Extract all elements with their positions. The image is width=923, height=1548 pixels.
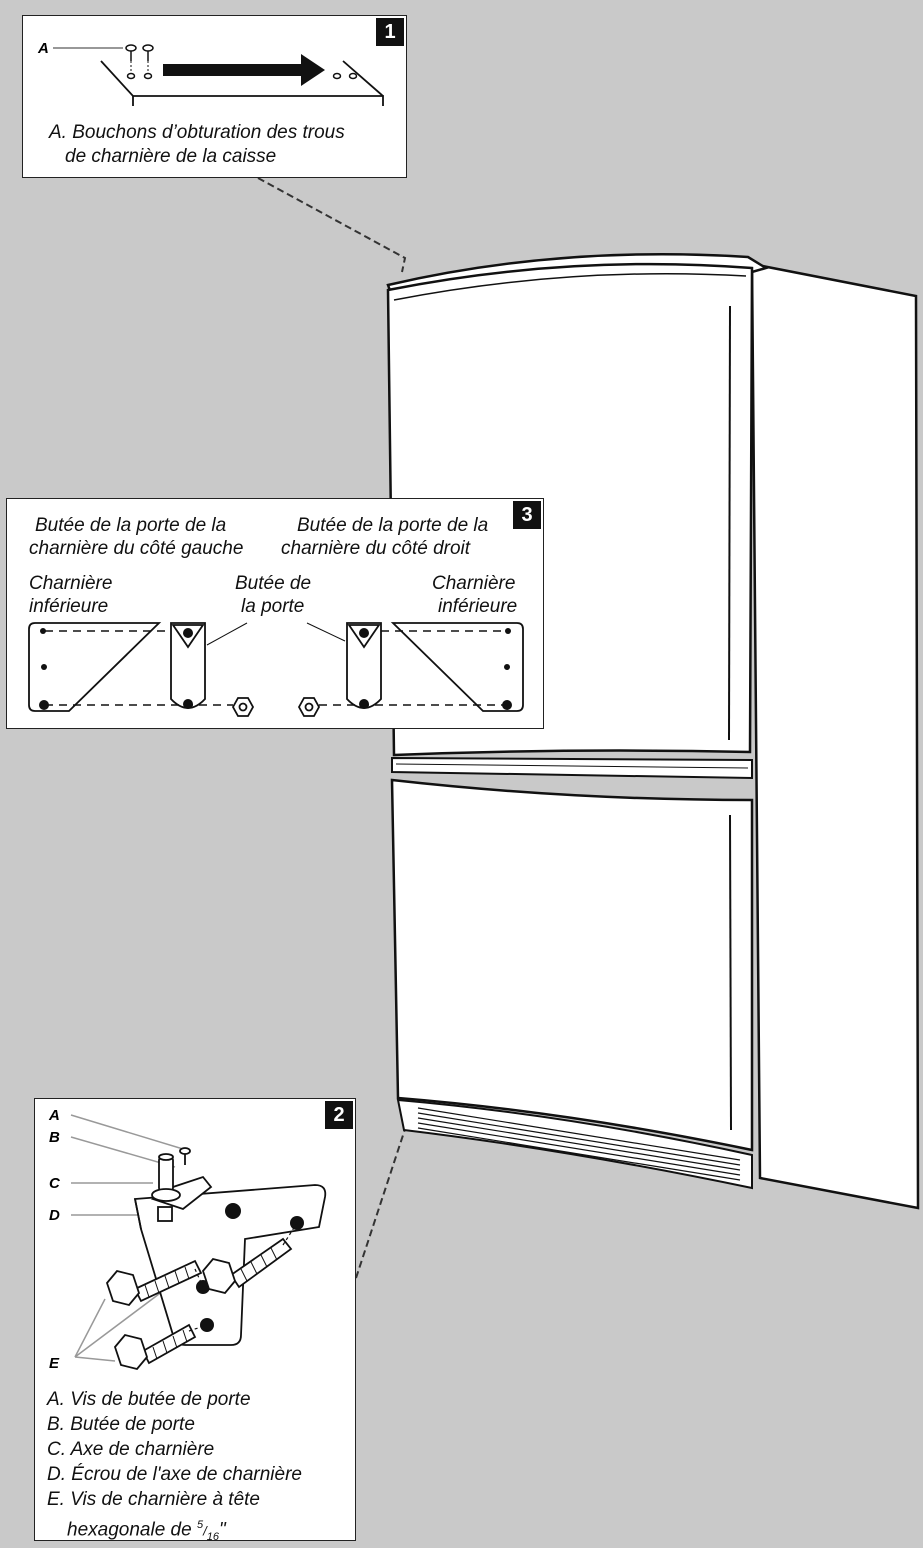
door-stop-diagram (28, 622, 524, 717)
callout-letter-c: C (49, 1175, 60, 1192)
panel1-caption-line1: A. Bouchons d’obturation des trous (49, 122, 345, 143)
callout-letter-e: E (49, 1355, 60, 1372)
legend-item-c: C. Axe de charnière (47, 1439, 215, 1460)
left-hinge-label-line2: inférieure (29, 596, 109, 617)
fraction-numerator: 5 (196, 1519, 204, 1531)
left-stop-title-line2: charnière du côté gauche (29, 538, 244, 559)
door-stop-label-line1: Butée de (235, 573, 312, 594)
legend-item-a: A. Vis de butée de porte (47, 1389, 251, 1410)
callout-letter-a: A (38, 40, 49, 57)
detail-panel-2: 2 A B C D E (34, 1098, 356, 1543)
legend-item-d: D. Écrou de l'axe de charnière (47, 1464, 302, 1485)
right-hinge-label-line1: Charnière (432, 573, 516, 594)
left-stop-title-line1: Butée de la porte de la (35, 515, 227, 536)
hinge-assembly-diagram (70, 1114, 327, 1371)
detail-panel-3: 3 Butée de la porte de la charnière du c… (6, 498, 544, 729)
leader-line-panel2 (355, 1119, 409, 1279)
legend-item-e-text: hexagonale de (67, 1519, 192, 1541)
fraction-denominator: 16 (206, 1531, 219, 1544)
legend-item-b: B. Butée de porte (47, 1414, 195, 1435)
callout-letter-a: A (49, 1107, 60, 1124)
step-badge-3: 3 (513, 501, 541, 529)
callout-letter-d: D (49, 1207, 60, 1224)
leader-line-panel1 (257, 177, 407, 273)
right-stop-title-line1: Butée de la porte de la (297, 515, 489, 536)
left-hinge-label-line1: Charnière (29, 573, 113, 594)
detail-panel-1: 1 A A. Bouchons d’obturation des trous d… (22, 15, 407, 178)
right-hinge-label-line2: inférieure (438, 596, 518, 617)
legend-item-e-line2: hexagonale de 5/16" (67, 1519, 226, 1544)
hinge-hole-plugs-diagram (53, 44, 384, 106)
callout-letter-b: B (49, 1129, 60, 1146)
fraction-unit: " (218, 1519, 226, 1541)
door-stop-label-line2: la porte (241, 596, 305, 617)
step-badge-1: 1 (376, 18, 404, 46)
base-grille (396, 1098, 753, 1190)
lower-door (390, 778, 754, 1152)
step-badge-2: 2 (325, 1101, 353, 1129)
right-stop-title-line2: charnière du côté droit (281, 538, 471, 559)
panel1-caption-line2: de charnière de la caisse (65, 146, 277, 167)
legend-item-e: E. Vis de charnière à tête (47, 1489, 260, 1510)
